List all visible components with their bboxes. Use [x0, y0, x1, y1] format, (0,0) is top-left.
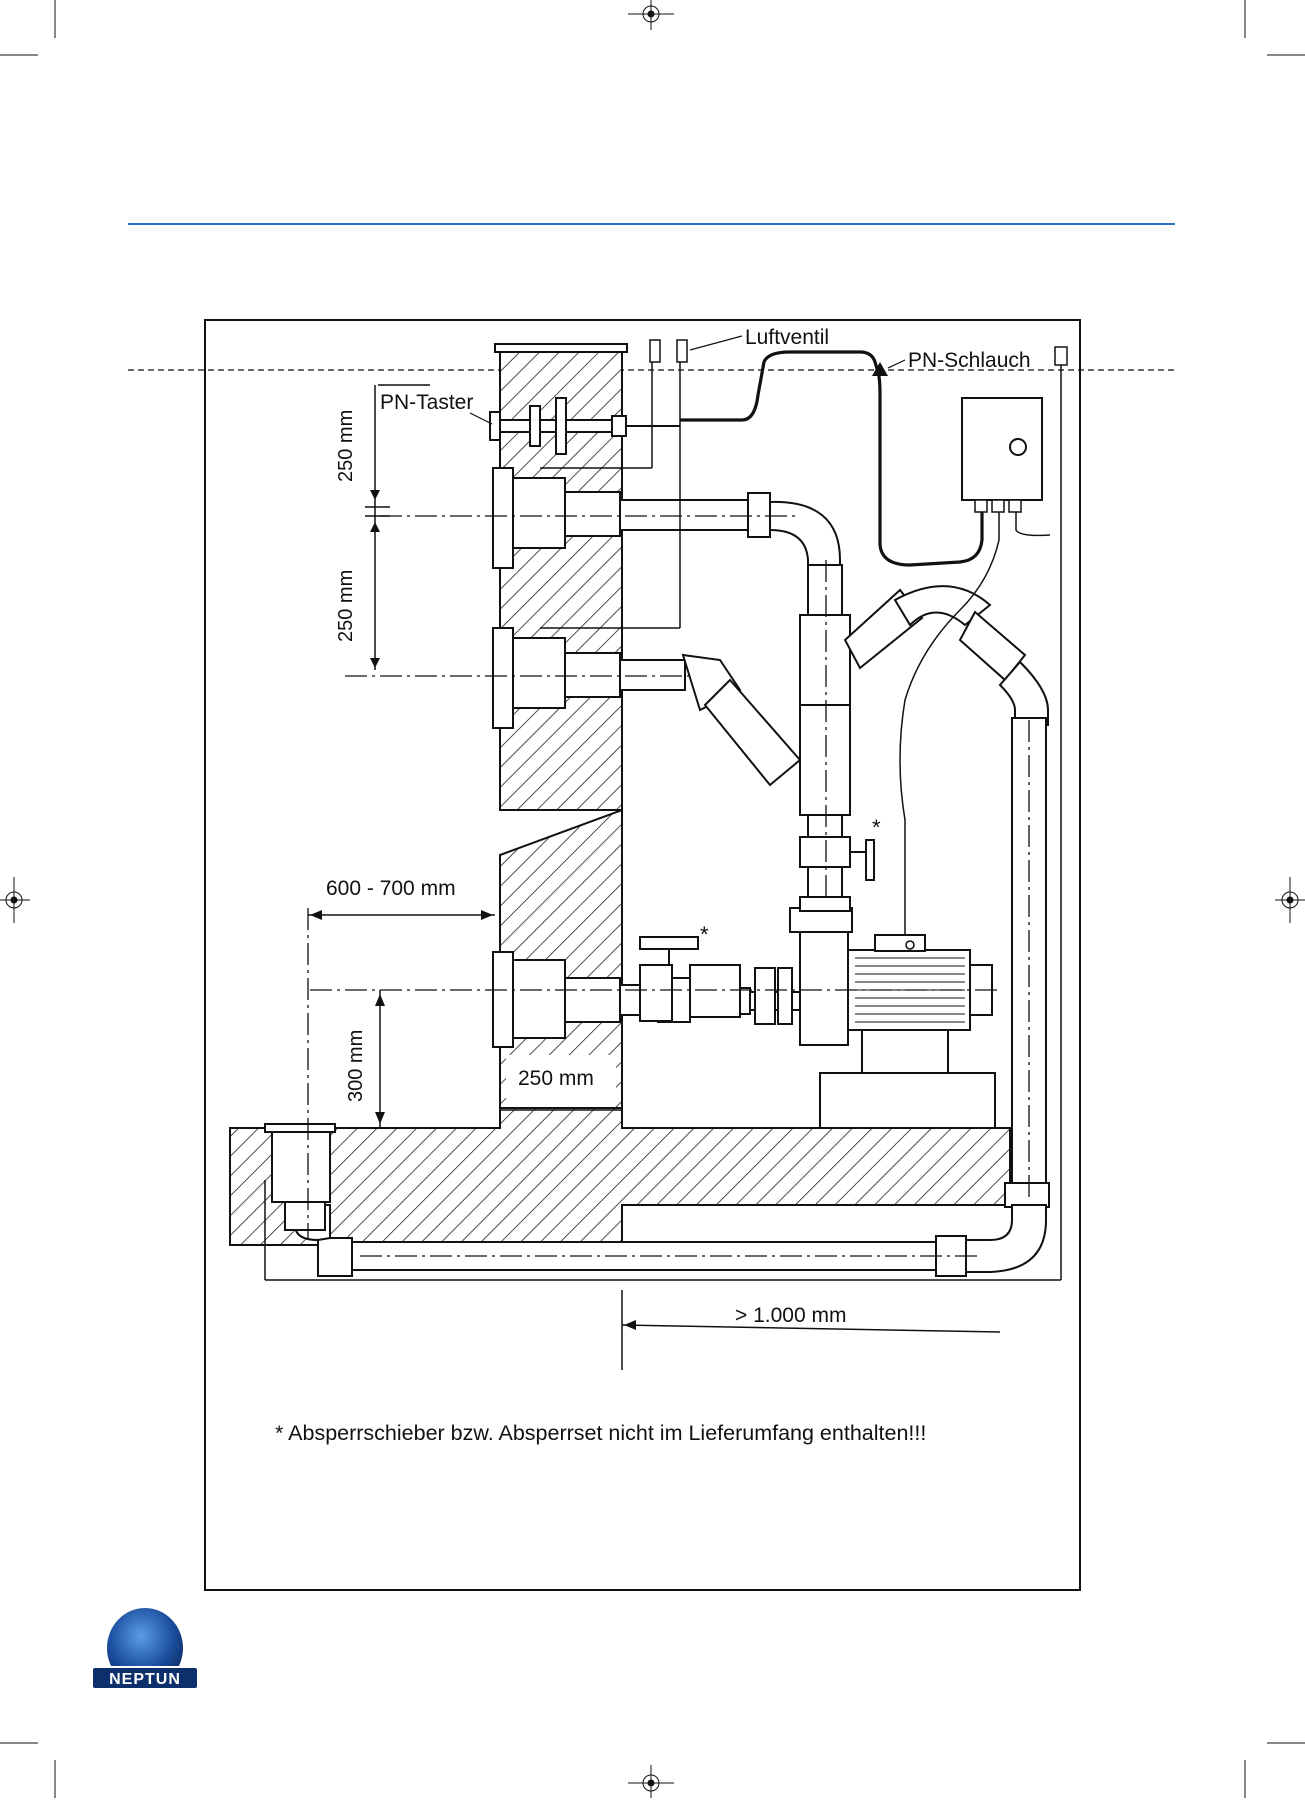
pump-base: [820, 1073, 995, 1128]
control-box: [962, 398, 1042, 512]
label-dim-250-top: 250 mm: [335, 410, 357, 482]
label-dim-300: 300 mm: [345, 1030, 367, 1102]
label-dim-250-mid: 250 mm: [335, 570, 357, 642]
footnote: * Absperrschieber bzw. Absperrset nicht …: [275, 1421, 926, 1445]
registration-mark-right: [1275, 877, 1305, 923]
label-asterisk-lower: *: [700, 922, 709, 947]
wye-branch: [845, 586, 1048, 725]
logo-text: NEPTUN: [109, 1671, 181, 1688]
label-dim-250-wall: 250 mm: [518, 1067, 594, 1090]
pump-motor: [848, 935, 992, 1073]
label-pn-taster: PN-Taster: [380, 391, 473, 414]
label-luftventil: Luftventil: [745, 326, 829, 349]
registration-mark-bottom: [628, 1765, 674, 1798]
neptun-logo: NEPTUN: [92, 1608, 198, 1689]
label-dim-600-700: 600 - 700 mm: [326, 877, 456, 900]
label-pn-schlauch: PN-Schlauch: [908, 349, 1031, 372]
label-dim-1000: > 1.000 mm: [735, 1304, 846, 1327]
registration-mark-left: [0, 877, 30, 923]
registration-mark-top: [628, 0, 674, 30]
label-asterisk-upper: *: [872, 815, 881, 840]
pump-housing: [790, 908, 852, 1045]
